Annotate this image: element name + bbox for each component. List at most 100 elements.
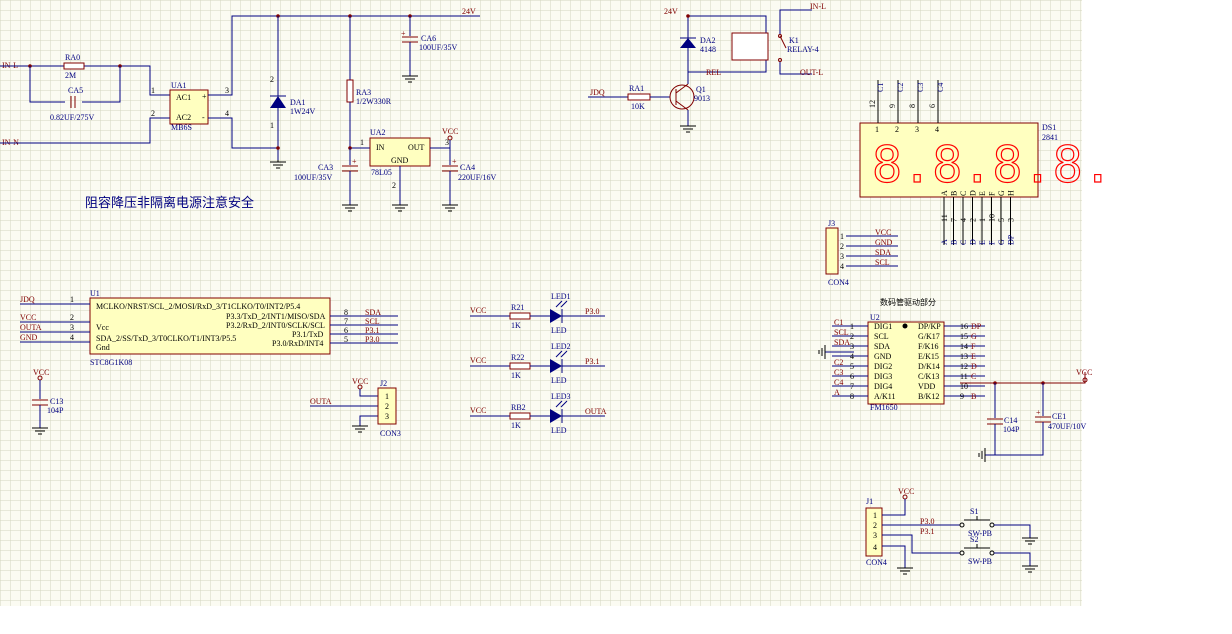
led-val-2: LED: [551, 426, 567, 435]
ua2-in-label: IN: [376, 143, 385, 152]
transistor-q1: [669, 84, 695, 110]
mcu-pin-label-l3: Gnd: [96, 343, 110, 352]
led-net-2: OUTA: [585, 407, 607, 416]
ua2-pin1: 1: [360, 138, 364, 147]
resistor-led-2: [509, 412, 531, 420]
mcu-left-num-2: 3: [70, 323, 74, 332]
ua1-pin3: 3: [225, 86, 229, 95]
u2-left-label-6: DIG4: [874, 382, 892, 391]
zener-da1: [270, 96, 286, 108]
u2-left-label-1: SCL: [874, 332, 889, 341]
u2-left-num-1: 2: [850, 332, 854, 341]
u2-right-net-4: D: [971, 362, 977, 371]
mcu-left-num-3: 4: [70, 333, 74, 342]
ds1-bot-net-7: DP: [1007, 234, 1016, 245]
button-s1: [964, 516, 990, 521]
j2-pin1: 1: [385, 392, 389, 401]
u2-right-num-1: 15: [960, 332, 968, 341]
led-vcc-1: VCC: [470, 356, 486, 365]
u2-left-net-0: C1: [834, 318, 843, 327]
ds1-bot-net-4: E: [978, 240, 987, 245]
net-24v-rail: 24V: [462, 7, 476, 16]
da1-pin2: 2: [270, 75, 274, 84]
connector-j2: VCC OUTA J2 1 2 3 CON3: [310, 377, 401, 438]
j1-pin1: 1: [873, 511, 877, 520]
svg-text:+: +: [352, 157, 357, 166]
u2-left-net-6: C4: [834, 378, 843, 387]
mcu-right-net-1: SCL: [365, 317, 380, 326]
j3-pin-1: 1: [840, 232, 844, 241]
ds1-bot-num-2: 4: [959, 218, 968, 222]
net-vcc-j1: VCC: [898, 487, 914, 496]
u2-right-num-6: 10: [960, 382, 968, 391]
mcu-left-net-3: GND: [20, 333, 38, 342]
led-0: [550, 309, 562, 323]
svg-text:+: +: [452, 157, 457, 166]
u2-right-num-3: 13: [960, 352, 968, 361]
u2-left-net-4: C2: [834, 358, 843, 367]
led-2: [550, 409, 562, 423]
net-vcc-u2: VCC: [1076, 368, 1092, 377]
u2-left-num-6: 7: [850, 382, 854, 391]
ra1-ref: RA1: [629, 84, 644, 93]
ua2-out-label: OUT: [408, 143, 425, 152]
j3-model: CON4: [828, 278, 849, 287]
ds1-seg-6: G: [997, 190, 1006, 196]
u2-ref: U2: [870, 313, 880, 322]
da2-value: 4148: [700, 45, 716, 54]
ua2-model: 78L05: [371, 168, 392, 177]
ca3-value: 100UF/35V: [294, 173, 332, 182]
u2-right-num-0: 16: [960, 322, 968, 331]
ra1-value: 10K: [631, 102, 645, 111]
mcu-pin-label-r0: P3.3/TxD_2/INT1/MISO/SDA: [226, 312, 326, 321]
ua1-ac2: AC2: [176, 113, 191, 122]
ua1-minus: -: [202, 113, 205, 122]
ds1-bot-net-2: C: [959, 240, 968, 245]
u1-model: STC8G1K08: [90, 358, 132, 367]
ua2-gnd-label: GND: [391, 156, 409, 165]
c13-ref: C13: [50, 397, 63, 406]
ds1-top-pin-2: 2: [895, 125, 899, 134]
j3-net-4: SCL: [875, 258, 890, 267]
u2-right-num-4: 12: [960, 362, 968, 371]
u2-left-label-2: SDA: [874, 342, 890, 351]
led-r-val-1: 1K: [511, 371, 521, 380]
ds1-bot-net-0: A: [940, 239, 949, 245]
seven-segment-ds1: [859, 122, 1039, 198]
s1-value: SW-PB: [968, 529, 992, 538]
j2-ref: J2: [380, 379, 387, 388]
led-r-val-2: 1K: [511, 421, 521, 430]
resistor-led-1: [509, 362, 531, 370]
u2-right-label-2: F/K16: [918, 342, 938, 351]
s2-ref: S2: [970, 535, 978, 544]
led-val-0: LED: [551, 326, 567, 335]
led-ref-1: LED2: [551, 342, 571, 351]
j2-model: CON3: [380, 429, 401, 438]
ra3-ref: RA3: [356, 88, 371, 97]
j1-body: [865, 507, 883, 557]
resistor-ra1: [627, 93, 651, 101]
ca3-ref: CA3: [318, 163, 333, 172]
mcu-pin-label-l1: Vcc: [96, 323, 109, 332]
ds1-ref: DS1: [1042, 123, 1056, 132]
net-p30-j1: P3.0: [920, 517, 934, 526]
ds1-seg-0: A: [940, 190, 949, 196]
ca6-value: 100UF/35V: [419, 43, 457, 52]
u2-left-net-7: A: [834, 388, 840, 397]
diode-da2: [680, 38, 696, 48]
ua1-model: MB6S: [171, 123, 192, 132]
net-vcc-ua2: VCC: [442, 127, 458, 136]
mcu-pin-label-l2: SDA_2/SS/TxD_3/T0CLKO/T1/INT3/P5.5: [96, 334, 236, 343]
u2-right-label-3: E/K15: [918, 352, 939, 361]
svg-text:+: +: [401, 29, 406, 38]
u2-left-net-5: C3: [834, 368, 843, 377]
u2-right-net-2: F: [971, 342, 976, 351]
ds1-seg-3: D: [969, 190, 978, 196]
ds1-bot-num-3: 2: [969, 218, 978, 222]
net-outa-j2: OUTA: [310, 397, 332, 406]
led-val-1: LED: [551, 376, 567, 385]
ds1-top-pin-4: 4: [935, 125, 939, 134]
svg-text:+: +: [1036, 408, 1041, 417]
